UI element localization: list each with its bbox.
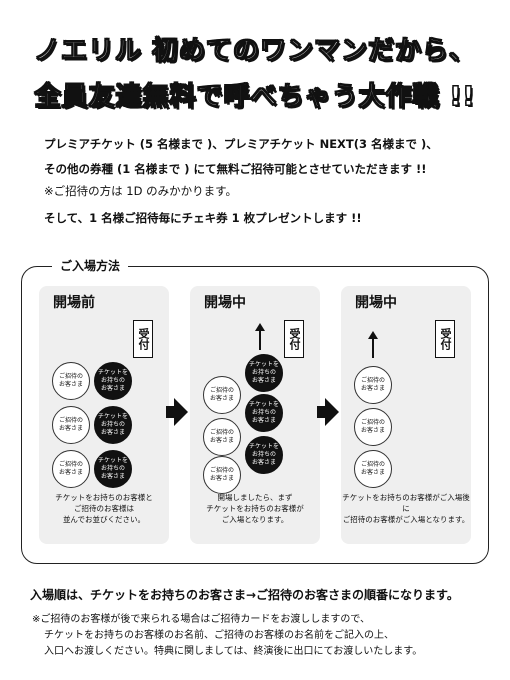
reception-sign: 受付 bbox=[284, 320, 304, 358]
guest-circle: ご招待の お客さま bbox=[354, 450, 392, 488]
entry-method-label: ご入場方法 bbox=[52, 257, 129, 274]
footer-note-line2: チケットをお持ちのお客様のお名前、ご招待のお客様のお名前をご記入の上、 bbox=[44, 630, 394, 641]
panel-title: 開場前 bbox=[53, 295, 95, 311]
entry-method-frame bbox=[21, 266, 489, 564]
guest-circle: ご招待の お客さま bbox=[354, 366, 392, 404]
panel-caption: チケットをお持ちのお客様と ご招待のお客様は 並んでお並びください。 bbox=[55, 493, 153, 524]
guest-circle: ご招待の お客さま bbox=[203, 418, 241, 456]
right-arrow-icon bbox=[317, 398, 339, 426]
panel-title: 開場中 bbox=[204, 295, 246, 311]
up-arrow-icon bbox=[255, 323, 265, 350]
guest-circle: ご招待の お客さま bbox=[52, 450, 90, 488]
guest-circle: ご招待の お客さま bbox=[354, 408, 392, 446]
panel-caption: チケットをお持ちのお客様がご入場後に ご招待のお客様がご入場となります。 bbox=[342, 493, 470, 524]
intro-line1: プレミアチケット (5 名様まで )、プレミアチケット NEXT(3 名様まで … bbox=[44, 137, 438, 151]
ticket-holder-circle: チケットを お持ちの お客さま bbox=[245, 436, 283, 474]
ticket-holder-circle: チケットを お持ちの お客さま bbox=[245, 394, 283, 432]
intro-note: ※ご招待の方は 1D のみかかります。 bbox=[44, 184, 237, 198]
panel-before-opening: 開場前 受付 ご招待の お客さま チケットを お持ちの お客さま ご招待の お客… bbox=[39, 286, 169, 544]
panel-title: 開場中 bbox=[355, 295, 397, 311]
footer-note-line1: ※ご招待のお客様が後で来られる場合はご招待カードをお渡ししますので、 bbox=[32, 614, 370, 625]
footer-note-line3: 入口へお渡しください。特典に関しましては、終演後に出口にてお渡しいたします。 bbox=[44, 646, 423, 657]
ticket-holder-circle: チケットを お持ちの お客さま bbox=[94, 406, 132, 444]
guest-circle: ご招待の お客さま bbox=[52, 362, 90, 400]
intro-line4: そして、1 名様ご招待毎にチェキ券 1 枚プレゼントします !! bbox=[44, 211, 362, 225]
ticket-holder-circle: チケットを お持ちの お客さま bbox=[245, 354, 283, 392]
guest-circle: ご招待の お客さま bbox=[203, 456, 241, 494]
intro-line2: その他の券種 (1 名様まで ) にて無料ご招待可能とさせていただきます !! bbox=[44, 162, 427, 176]
panel-opening-ticket-holders: 開場中 受付 チケットを お持ちの お客さま ご招待の お客さま チケットを お… bbox=[190, 286, 320, 544]
main-title-line2: 全員友達無料で呼べちゃう大作戦 !! bbox=[34, 82, 476, 113]
right-arrow-icon bbox=[166, 398, 188, 426]
guest-circle: ご招待の お客さま bbox=[203, 376, 241, 414]
panel-opening-guests: 開場中 受付 ご招待の お客さま ご招待の お客さま ご招待の お客さま チケッ… bbox=[341, 286, 471, 544]
ticket-holder-circle: チケットを お持ちの お客さま bbox=[94, 362, 132, 400]
up-arrow-icon bbox=[368, 331, 378, 358]
reception-sign: 受付 bbox=[435, 320, 455, 358]
entry-order-text: 入場順は、チケットをお持ちのお客さま→ご招待のお客さまの順番になります。 bbox=[30, 588, 459, 602]
reception-sign: 受付 bbox=[133, 320, 153, 358]
main-title-line1: ノエリル 初めてのワンマンだから、 bbox=[33, 36, 477, 67]
panel-caption: 開場しましたら、まず チケットをお持ちのお客様が ご入場となります。 bbox=[206, 493, 304, 524]
ticket-holder-circle: チケットを お持ちの お客さま bbox=[94, 450, 132, 488]
guest-circle: ご招待の お客さま bbox=[52, 406, 90, 444]
